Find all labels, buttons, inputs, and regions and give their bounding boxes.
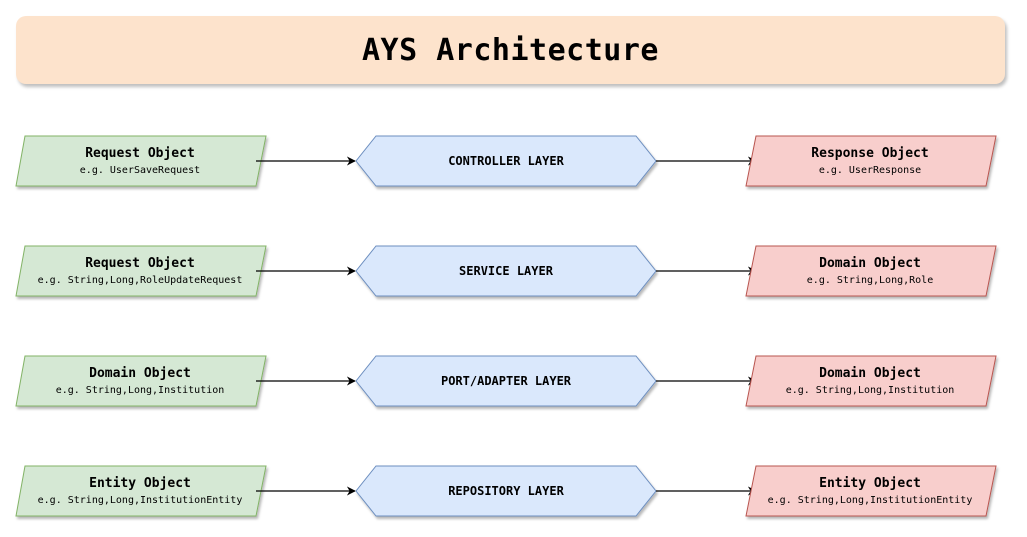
- input-object-box: [15, 355, 267, 407]
- input-object-box: [15, 245, 267, 297]
- output-object-box: [745, 245, 997, 297]
- output-object-box: [745, 355, 997, 407]
- layer-box: [355, 245, 657, 297]
- output-object-example: e.g. String,Long,Role: [807, 275, 933, 286]
- input-object-title: Entity Object: [89, 476, 191, 491]
- output-object-example: e.g. UserResponse: [819, 165, 921, 176]
- output-object-title: Entity Object: [819, 476, 921, 491]
- input-object-title: Domain Object: [89, 366, 191, 381]
- output-object-title: Response Object: [811, 146, 928, 161]
- layer-label: PORT/ADAPTER LAYER: [441, 374, 572, 388]
- output-object-example: e.g. String,Long,InstitutionEntity: [768, 495, 973, 506]
- input-object-title: Request Object: [85, 256, 195, 271]
- output-object-box: [745, 135, 997, 187]
- input-object-title: Request Object: [85, 146, 195, 161]
- layer-row: Domain Object e.g. String,Long,Institutio…: [15, 355, 997, 407]
- input-object-example: e.g. String,Long,Institution: [56, 385, 225, 396]
- output-object-title: Domain Object: [819, 366, 921, 381]
- input-object-example: e.g. String,Long,InstitutionEntity: [38, 495, 243, 506]
- layer-row: Entity Object e.g. String,Long,Institutio…: [15, 465, 997, 517]
- layer-box: [355, 465, 657, 517]
- output-object-title: Domain Object: [819, 256, 921, 271]
- layer-box: [355, 355, 657, 407]
- title-banner: AYS Architecture: [16, 16, 1005, 84]
- layer-box: [355, 135, 657, 187]
- layer-rows: Request Object e.g. UserSaveRequest CONTRO…: [15, 135, 997, 517]
- layer-row: Request Object e.g. String,Long,RoleUpdat…: [15, 245, 997, 297]
- input-object-box: [15, 135, 267, 187]
- layer-label: SERVICE LAYER: [459, 264, 554, 278]
- output-object-example: e.g. String,Long,Institution: [786, 385, 955, 396]
- input-object-example: e.g. UserSaveRequest: [80, 165, 200, 176]
- diagram-title: AYS Architecture: [362, 32, 659, 68]
- layer-row: Request Object e.g. UserSaveRequest CONTRO…: [15, 135, 997, 187]
- output-object-box: [745, 465, 997, 517]
- input-object-example: e.g. String,Long,RoleUpdateRequest: [38, 275, 243, 286]
- layer-label: CONTROLLER LAYER: [448, 154, 564, 168]
- input-object-box: [15, 465, 267, 517]
- layer-label: REPOSITORY LAYER: [448, 484, 564, 498]
